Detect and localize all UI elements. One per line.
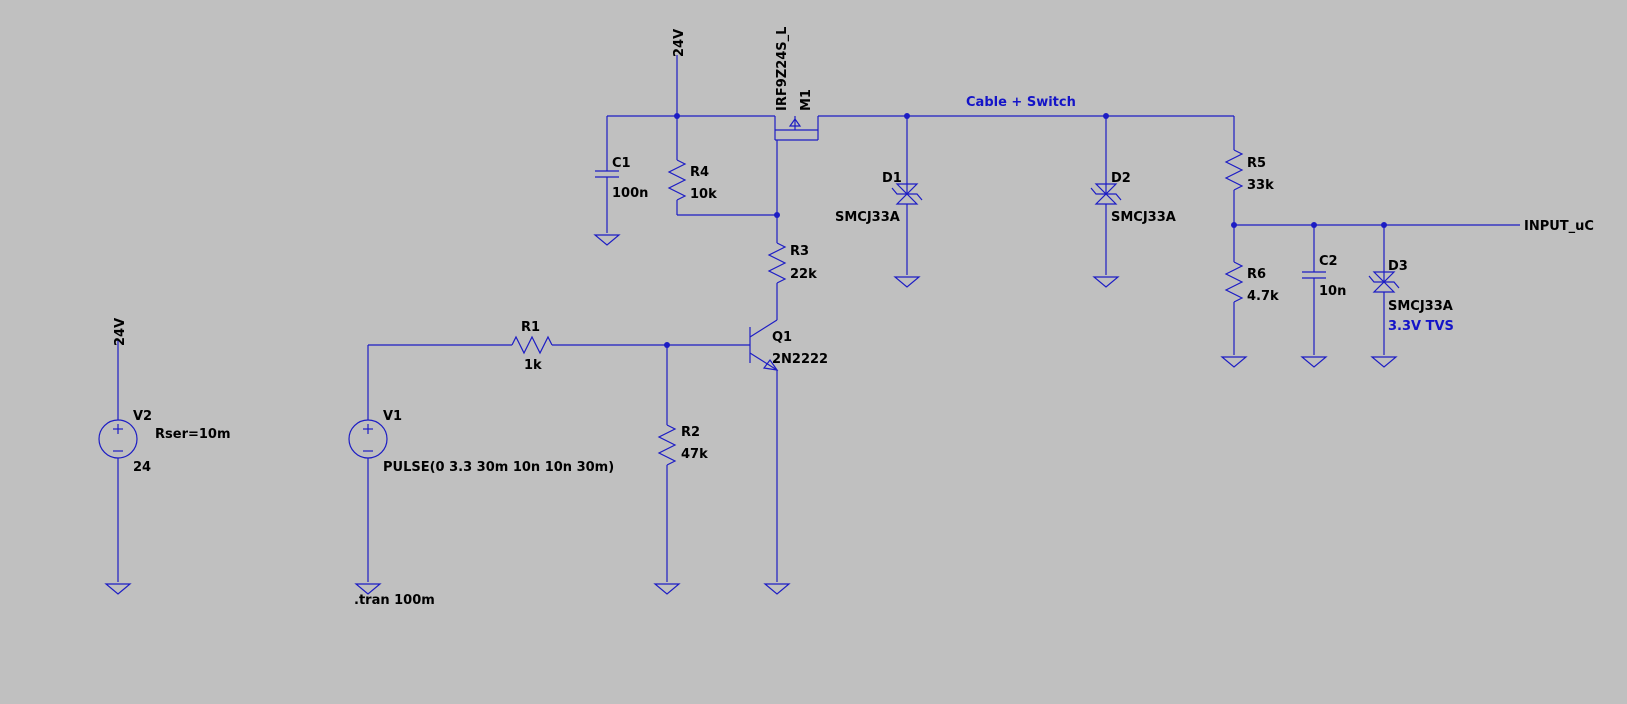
d1-tvs-diode[interactable] [891, 116, 923, 288]
r6-value: 4.7k [1247, 289, 1279, 304]
c2-capacitor[interactable] [1300, 225, 1328, 368]
q1-transistor[interactable] [667, 290, 791, 595]
d3-name: D3 [1388, 259, 1408, 274]
output-net-label: INPUT_uC [1524, 219, 1594, 234]
d1-name: D1 [882, 171, 902, 186]
r1-name: R1 [521, 320, 540, 335]
m1-model: IRF9Z24S_L [775, 27, 790, 111]
r5-name: R5 [1247, 156, 1266, 171]
cable-switch-comment: Cable + Switch [966, 95, 1076, 110]
d2-name: D2 [1111, 171, 1131, 186]
r3-name: R3 [790, 244, 809, 259]
q1-name: Q1 [772, 330, 792, 345]
v2-rser: Rser=10m [155, 427, 231, 442]
v2-name: V2 [133, 409, 152, 424]
r2-name: R2 [681, 425, 700, 440]
top-net-label: 24V [672, 29, 687, 57]
v2-net-label: 24V [113, 318, 128, 346]
v1-name: V1 [383, 409, 402, 424]
d2-tvs-diode[interactable] [1090, 116, 1122, 288]
r4-name: R4 [690, 165, 709, 180]
d3-tvs-diode[interactable] [1368, 225, 1400, 368]
r1-value: 1k [524, 358, 542, 373]
r5-resistor[interactable] [1224, 116, 1244, 225]
c1-name: C1 [612, 156, 631, 171]
v1-value: PULSE(0 3.3 30m 10n 10n 30m) [383, 460, 614, 475]
r4-resistor[interactable] [667, 116, 777, 216]
r5-value: 33k [1247, 178, 1274, 193]
q1-value: 2N2222 [772, 352, 828, 367]
d3-value: SMCJ33A [1388, 299, 1453, 314]
r6-resistor[interactable] [1220, 225, 1248, 368]
r4-value: 10k [690, 187, 717, 202]
r2-resistor[interactable] [653, 345, 681, 595]
d1-value: SMCJ33A [835, 210, 900, 225]
m1-name: M1 [799, 89, 814, 111]
d2-value: SMCJ33A [1111, 210, 1176, 225]
r3-value: 22k [790, 267, 817, 282]
m1-mosfet[interactable] [677, 115, 819, 215]
v2-value: 24 [133, 460, 151, 475]
v2-source[interactable] [98, 340, 138, 595]
c2-value: 10n [1319, 284, 1346, 299]
c1-capacitor[interactable] [593, 115, 677, 246]
r1-resistor[interactable] [368, 335, 667, 355]
r3-resistor[interactable] [767, 215, 787, 290]
r6-name: R6 [1247, 267, 1266, 282]
c2-name: C2 [1319, 254, 1338, 269]
v1-source[interactable] [348, 345, 388, 595]
r2-value: 47k [681, 447, 708, 462]
tran-directive[interactable]: .tran 100m [354, 593, 435, 608]
d3-comment: 3.3V TVS [1388, 319, 1454, 334]
c1-value: 100n [612, 186, 648, 201]
